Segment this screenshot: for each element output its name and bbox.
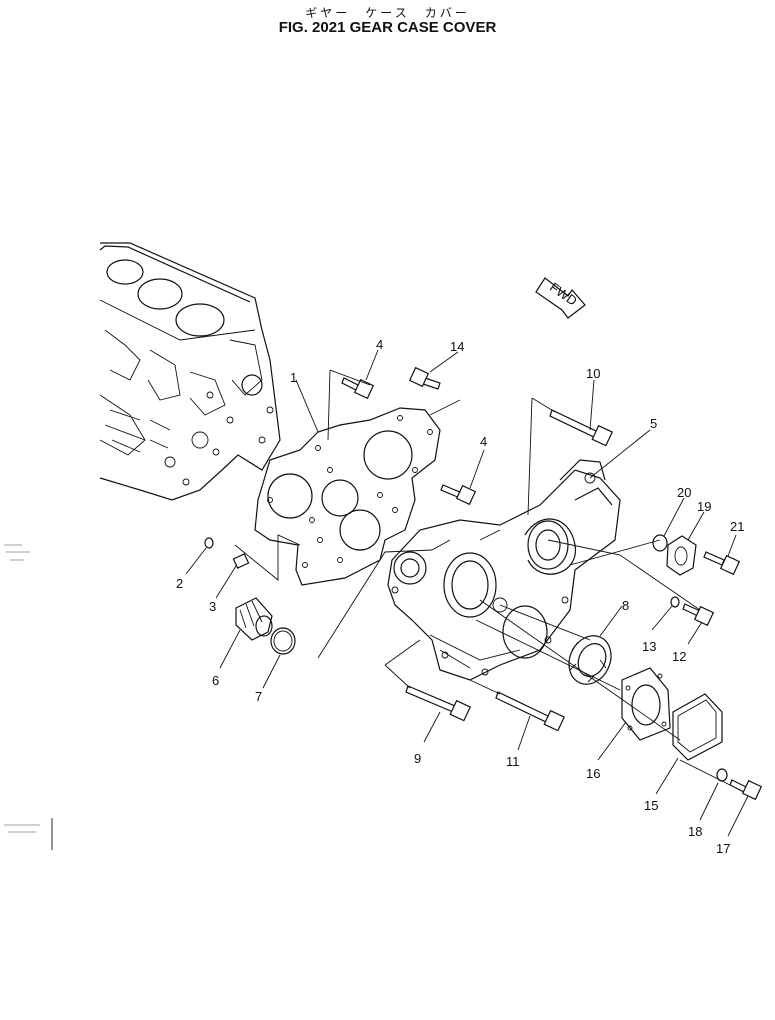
bolt-14 [408, 366, 441, 390]
callout-10: 10 [586, 366, 600, 381]
figure-title-japanese: ギヤー ケース カバー [305, 6, 470, 20]
callout-6: 6 [212, 673, 219, 688]
callout-9: 9 [414, 751, 421, 766]
bolt-17 [729, 779, 763, 801]
gear-case-cover [387, 459, 621, 681]
callout-17: 17 [716, 841, 730, 856]
part-15-cover-plate [672, 693, 723, 761]
part-8-oil-seal [568, 635, 612, 685]
callout-4-mid: 4 [480, 434, 487, 449]
callout-2: 2 [176, 576, 183, 591]
callout-11: 11 [506, 754, 520, 769]
callout-4-top: 4 [376, 337, 383, 352]
part-7-o-ring [270, 627, 296, 655]
callout-13: 13 [642, 639, 656, 654]
callout-1: 1 [290, 370, 297, 385]
part-19-small-plate [666, 535, 697, 576]
bolt-4-mid [440, 484, 477, 506]
bolt-4-top [341, 377, 375, 400]
part-2-o-ring [204, 537, 214, 549]
leader-lines [185, 349, 749, 837]
bolt-9 [405, 685, 472, 722]
part-6-cap [235, 597, 273, 641]
part-1-front-plate [254, 407, 441, 586]
part-20-o-ring [652, 534, 668, 552]
callout-21: 21 [730, 519, 744, 534]
callout-12: 12 [672, 649, 686, 664]
fwd-direction-arrow: FWD [535, 277, 586, 319]
callout-15: 15 [644, 798, 658, 813]
bolt-12 [682, 603, 715, 627]
callout-18: 18 [688, 824, 702, 839]
callout-3: 3 [209, 599, 216, 614]
scan-artifacts [4, 544, 53, 850]
callout-19: 19 [697, 499, 711, 514]
bolt-10 [549, 409, 614, 447]
bolt-11 [495, 691, 566, 732]
callout-8: 8 [622, 598, 629, 613]
figure-title: FIG. 2021 GEAR CASE COVER [278, 19, 497, 36]
callout-7: 7 [255, 689, 262, 704]
callout-20: 20 [677, 485, 691, 500]
part-3-dowel [232, 553, 250, 569]
part-16-gasket [621, 667, 671, 741]
callout-5: 5 [650, 416, 657, 431]
callout-14: 14 [450, 339, 464, 354]
engine-block [99, 242, 281, 501]
bolt-21 [703, 551, 741, 576]
part-13-washer [670, 596, 680, 608]
callout-16: 16 [586, 766, 600, 781]
